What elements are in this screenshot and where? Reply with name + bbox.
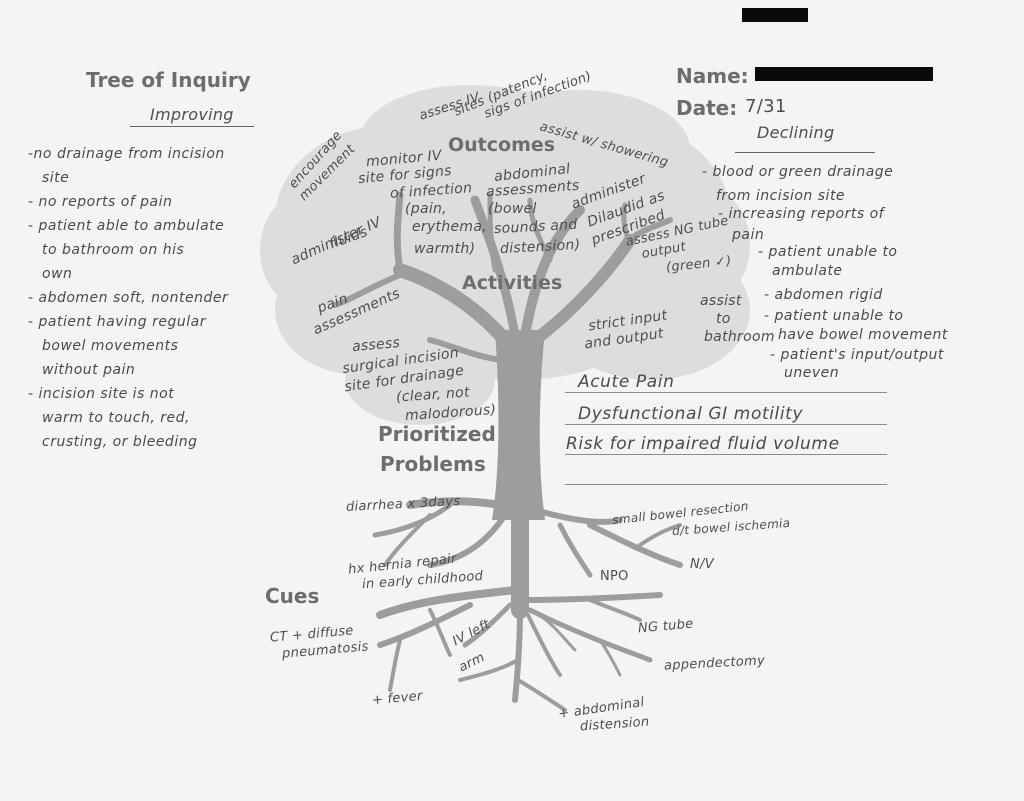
improving-item: - abdomen soft, nontender: [28, 290, 229, 306]
improving-list: -no drainage from incision site - no rep…: [28, 142, 228, 454]
tree-trunk-and-branches: [332, 191, 683, 712]
problem-2: Dysfunctional GI motility: [578, 404, 804, 424]
declining-item-cont: from incision site: [716, 188, 846, 204]
declining-item-cont: ambulate: [772, 263, 843, 279]
declining-item: - increasing reports of: [718, 206, 885, 222]
problem-rule: [565, 392, 887, 393]
declining-list-2: - increasing reports of pain: [718, 202, 884, 244]
improving-item-cont: without pain: [42, 362, 136, 378]
declining-item: - patient unable to: [758, 244, 898, 260]
declining-list-5: - patient's input/output uneven: [770, 346, 944, 382]
improving-item-cont: own: [42, 266, 73, 282]
activity-monitor-iv: warmth): [414, 241, 476, 257]
improving-heading: Improving: [150, 105, 234, 124]
name-redaction: [755, 67, 933, 81]
improving-underline: [130, 126, 254, 127]
activity-assist-bathroom: to: [716, 311, 731, 327]
prioritized-label: Prioritized: [378, 422, 496, 446]
improving-item: - patient having regular: [28, 314, 206, 330]
declining-heading: Declining: [757, 123, 835, 142]
problem-rule: [565, 424, 887, 425]
activity-assist-bathroom: bathroom: [704, 329, 775, 345]
problem-1: Acute Pain: [578, 372, 675, 392]
declining-item: - abdomen rigid: [764, 287, 883, 303]
problem-rule: [565, 454, 887, 455]
declining-item: - patient's input/output: [770, 347, 944, 363]
declining-item: - patient unable to: [764, 308, 904, 324]
date-label: Date:: [676, 96, 738, 120]
declining-item-cont: have bowel movement: [778, 327, 948, 343]
improving-item-cont: to bathroom on his: [42, 242, 185, 258]
declining-item-cont: pain: [732, 227, 765, 243]
name-label: Name:: [676, 64, 749, 88]
problem-rule: [565, 484, 887, 485]
redaction-bar: [742, 8, 808, 22]
improving-item-cont: site: [42, 170, 70, 186]
activity-abdominal: (bowel: [488, 201, 537, 217]
problem-3: Risk for impaired fluid volume: [566, 434, 840, 454]
outcomes-label: Outcomes: [448, 134, 556, 156]
improving-item: - incision site is not: [28, 386, 175, 402]
date-value: 7/31: [745, 96, 787, 117]
improving-item: -no drainage from incision: [28, 146, 225, 162]
activities-label: Activities: [462, 272, 563, 294]
declining-item: - blood or green drainage: [702, 164, 894, 180]
declining-item-cont: uneven: [784, 365, 840, 381]
declining-list-3: - patient unable to ambulate: [758, 242, 898, 280]
declining-underline: [735, 152, 875, 153]
improving-item: - patient able to ambulate: [28, 218, 225, 234]
activity-monitor-iv: erythema,: [412, 219, 487, 235]
cue-nausea-vomiting: N/V: [690, 557, 714, 572]
cues-label: Cues: [265, 584, 320, 608]
page-title: Tree of Inquiry: [86, 68, 251, 92]
declining-list: - blood or green drainage from incision …: [702, 160, 893, 208]
improving-item-cont: warm to touch, red,: [42, 410, 190, 426]
activity-assist-bathroom: assist: [700, 293, 742, 309]
cue-npo: NPO: [600, 569, 629, 584]
improving-item-cont: bowel movements: [42, 338, 179, 354]
declining-list-4: - abdomen rigid - patient unable to have…: [764, 284, 948, 344]
problems-label: Problems: [380, 452, 486, 476]
improving-item: - no reports of pain: [28, 194, 173, 210]
activity-monitor-iv: (pain,: [405, 201, 447, 217]
improving-item-cont: crusting, or bleeding: [42, 434, 198, 450]
